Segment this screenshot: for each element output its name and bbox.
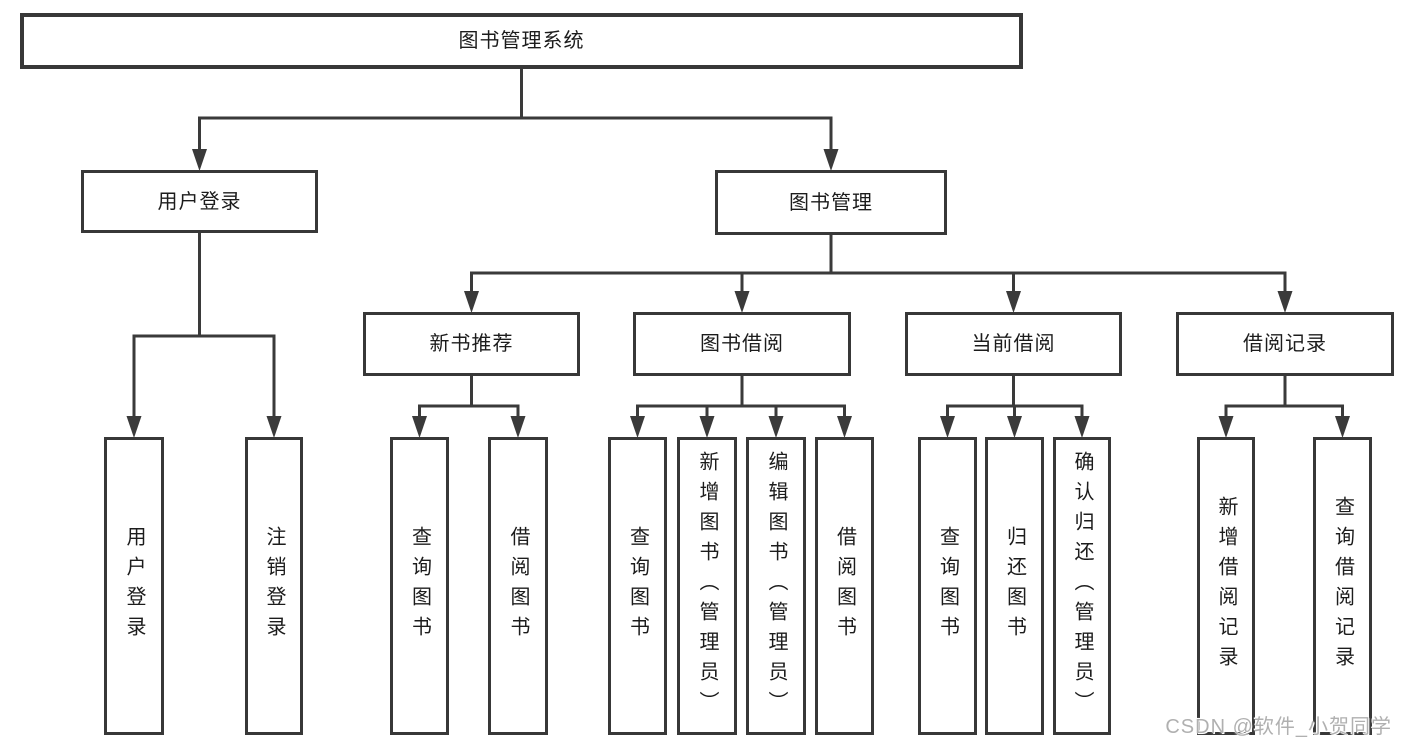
node-leaf-current-return: 归还图书 [985, 437, 1044, 735]
arrowhead-down-icon [940, 416, 955, 438]
node-leaf-recommend-query: 查询图书 [390, 437, 449, 735]
node-label-leaf-current-query: 查询图书 [936, 526, 959, 646]
node-leaf-borrowing-edit: 编辑图书（管理员） [746, 437, 806, 735]
node-root: 图书管理系统 [20, 13, 1023, 69]
node-user-login: 用户登录 [81, 170, 318, 233]
arrowhead-down-icon [734, 291, 750, 313]
node-label-leaf-borrowing-edit: 编辑图书（管理员） [765, 451, 787, 721]
node-label-leaf-recommend-borrow: 借阅图书 [507, 526, 529, 646]
arrowhead-down-icon [1335, 416, 1350, 438]
arrowhead-down-icon [192, 149, 207, 171]
arrowhead-down-icon [1006, 291, 1021, 313]
node-leaf-records-add: 新增借阅记录 [1197, 437, 1255, 735]
node-label-leaf-borrowing-borrow: 借阅图书 [833, 526, 856, 646]
node-label-current-borrowing: 当前借阅 [971, 333, 1056, 355]
node-leaf-borrowing-borrow: 借阅图书 [815, 437, 874, 735]
node-leaf-current-query: 查询图书 [918, 437, 977, 735]
arrowhead-down-icon [1277, 291, 1293, 313]
arrowhead-down-icon [464, 291, 479, 313]
arrowhead-down-icon [699, 416, 715, 438]
node-book-management: 图书管理 [715, 170, 947, 235]
arrowhead-down-icon [768, 416, 784, 438]
arrowhead-down-icon [837, 416, 852, 438]
node-leaf-logout: 注销登录 [245, 437, 303, 735]
node-label-leaf-user-login: 用户登录 [123, 526, 145, 646]
node-leaf-user-login: 用户登录 [104, 437, 164, 735]
node-label-leaf-borrowing-query: 查询图书 [626, 526, 649, 646]
node-leaf-records-query: 查询借阅记录 [1313, 437, 1372, 735]
node-label-leaf-current-return: 归还图书 [1003, 526, 1026, 646]
node-label-leaf-records-add: 新增借阅记录 [1215, 496, 1237, 676]
node-label-leaf-borrowing-add: 新增图书（管理员） [696, 451, 718, 721]
node-leaf-current-confirm: 确认归还（管理员） [1053, 437, 1111, 735]
node-leaf-borrowing-add: 新增图书（管理员） [677, 437, 737, 735]
node-label-leaf-current-confirm: 确认归还（管理员） [1071, 451, 1093, 721]
node-label-leaf-records-query: 查询借阅记录 [1331, 496, 1354, 676]
node-label-book-borrowing: 图书借阅 [700, 333, 784, 355]
arrowhead-down-icon [823, 149, 839, 171]
node-label-user-login: 用户登录 [157, 190, 242, 213]
arrowhead-down-icon [1007, 416, 1022, 438]
node-current-borrowing: 当前借阅 [905, 312, 1122, 376]
arrowhead-down-icon [1218, 416, 1234, 438]
node-label-leaf-recommend-query: 查询图书 [408, 526, 431, 646]
arrowhead-down-icon [630, 416, 645, 438]
node-book-borrowing: 图书借阅 [633, 312, 851, 376]
node-new-book-recommend: 新书推荐 [363, 312, 580, 376]
node-label-borrowing-records: 借阅记录 [1243, 333, 1327, 355]
watermark: CSDN @软件_小贺同学 [1165, 716, 1392, 738]
node-leaf-borrowing-query: 查询图书 [608, 437, 667, 735]
node-label-root: 图书管理系统 [458, 30, 585, 52]
arrowhead-down-icon [510, 416, 526, 438]
node-label-book-management: 图书管理 [789, 191, 873, 214]
node-leaf-recommend-borrow: 借阅图书 [488, 437, 548, 735]
arrowhead-down-icon [266, 416, 282, 438]
arrowhead-down-icon [126, 416, 142, 438]
arrowhead-down-icon [412, 416, 427, 438]
node-borrowing-records: 借阅记录 [1176, 312, 1394, 376]
arrowhead-down-icon [1074, 416, 1090, 438]
node-label-new-book-recommend: 新书推荐 [429, 333, 514, 355]
node-label-leaf-logout: 注销登录 [263, 526, 285, 646]
